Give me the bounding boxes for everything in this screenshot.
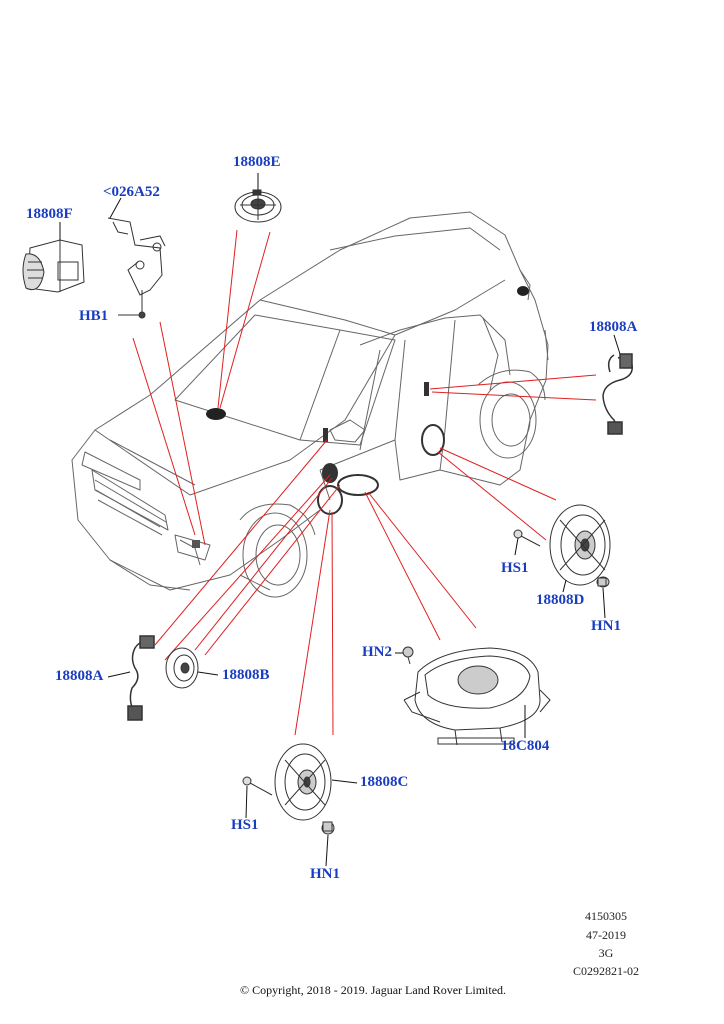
door-wire-mark-rear xyxy=(424,382,429,396)
vehicle-outline xyxy=(71,211,549,598)
subwoofer-18C804-drawing xyxy=(403,647,551,746)
reference-code: 3G xyxy=(598,946,614,960)
bolt-HB1-drawing xyxy=(118,311,146,319)
reference-drawing-id: C0292821-02 xyxy=(573,964,639,978)
label-18808E: 18808E xyxy=(233,154,281,170)
door-wire-mark-front xyxy=(323,428,328,442)
door-speaker-mark-front xyxy=(322,463,338,483)
reference-date: 47-2019 xyxy=(586,928,626,942)
label-18C804: 18C804 xyxy=(501,738,550,754)
label-18808D: 18808D xyxy=(536,592,585,608)
dash-speaker-mark xyxy=(206,408,226,420)
label-18808C: 18808C xyxy=(360,774,409,790)
label-18808F: 18808F xyxy=(26,206,73,222)
label-HB1: HB1 xyxy=(79,308,109,324)
amp-mark xyxy=(192,540,200,548)
screw-HS1-bottom-drawing xyxy=(242,776,273,796)
nut-HN2-drawing xyxy=(402,646,414,665)
amp-18808F-drawing xyxy=(22,239,85,293)
label-026A52: <026A52 xyxy=(103,184,160,200)
speaker-18808C-drawing xyxy=(274,743,332,821)
label-18808A-left: 18808A xyxy=(55,668,104,684)
vehicle-component-markers xyxy=(192,286,529,548)
rear-speaker-mark xyxy=(517,286,529,296)
reference-number: 4150305 xyxy=(585,909,627,923)
copyright-notice: © Copyright, 2018 - 2019. Jaguar Land Ro… xyxy=(239,983,507,997)
door-speaker-mark-rear xyxy=(421,424,445,456)
nut-HN1-bottom-drawing xyxy=(321,821,335,835)
door-speaker-mark-front-large xyxy=(317,485,343,515)
label-18808B: 18808B xyxy=(222,667,270,683)
speaker-18808E-drawing xyxy=(234,189,282,223)
label-HN1-bottom: HN1 xyxy=(310,866,340,882)
callout-lines xyxy=(59,173,621,867)
label-HN2: HN2 xyxy=(362,644,392,660)
nut-HN1-right-drawing xyxy=(596,576,610,588)
label-18808A-right: 18808A xyxy=(589,319,638,335)
door-speaker-mark-center xyxy=(337,474,379,496)
speaker-18808B-drawing xyxy=(165,647,199,689)
speaker-18808D-drawing xyxy=(549,504,611,586)
label-HS1-right: HS1 xyxy=(501,560,529,576)
harness-18808A-right-drawing xyxy=(602,353,633,435)
label-HN1-right: HN1 xyxy=(591,618,621,634)
bracket-026A52-drawing xyxy=(107,217,166,312)
harness-18808A-left-drawing xyxy=(127,635,155,721)
label-HS1-bottom: HS1 xyxy=(231,817,259,833)
leader-lines xyxy=(132,229,597,736)
